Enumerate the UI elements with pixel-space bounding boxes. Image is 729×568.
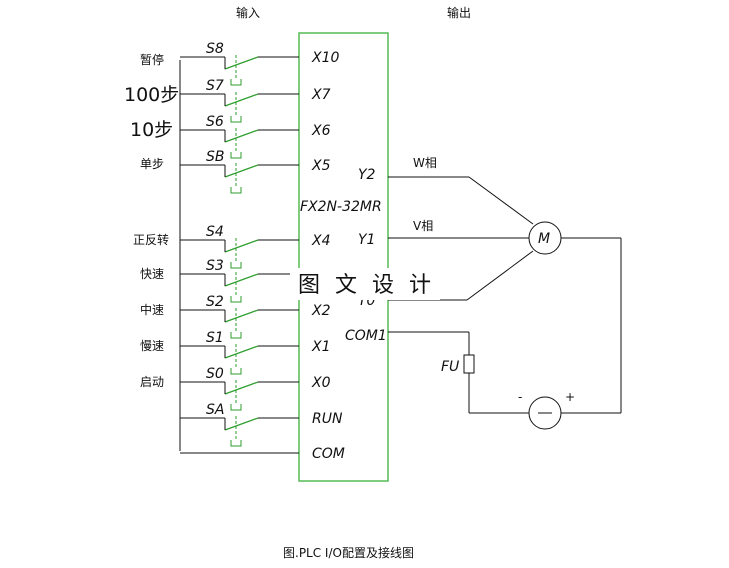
plc-model: FX2N-32MR <box>300 199 382 215</box>
switch-label-4: S4 <box>206 224 224 240</box>
input-3-label: X5 <box>311 158 331 174</box>
label-start: 启动 <box>140 375 164 389</box>
watermark: 图 文 设 计 <box>298 273 435 298</box>
phase-w: W相 <box>413 156 437 170</box>
input-1-label: X7 <box>311 87 331 103</box>
input-6-label: X2 <box>311 303 331 319</box>
switch-label-2: S6 <box>206 114 224 130</box>
label-10-step: 10步 <box>130 119 173 141</box>
output-y1: Y1 <box>358 232 375 248</box>
label-fast: 快速 <box>140 267 164 281</box>
label-single-step: 单步 <box>140 157 164 171</box>
fuse-symbol <box>463 354 475 374</box>
switch-label-1: S7 <box>206 78 224 94</box>
switch-blade-1 <box>224 93 259 107</box>
watermark-bg <box>290 268 440 300</box>
switch-blade-8 <box>224 381 259 395</box>
switch-blade-9 <box>224 417 259 431</box>
input-9-label: RUN <box>312 411 343 427</box>
header-input: 输入 <box>236 5 260 20</box>
switch-cap-8 <box>230 404 242 411</box>
switch-blade-4 <box>224 239 259 253</box>
label-medium: 中速 <box>140 302 164 317</box>
switch-cap-0 <box>230 79 242 86</box>
output-y2: Y2 <box>358 167 376 183</box>
switch-label-8: S0 <box>206 366 224 382</box>
input-2-label: X6 <box>311 123 331 139</box>
supply-plus: + <box>565 390 575 404</box>
switch-cap-6 <box>230 332 242 339</box>
switch-cap-3 <box>230 187 242 194</box>
switch-blade-7 <box>224 345 259 359</box>
switch-blade-3 <box>224 164 259 178</box>
switch-cap-4 <box>230 262 242 269</box>
switch-cap-1 <box>230 116 242 123</box>
input-0-label: X10 <box>311 50 339 66</box>
switch-label-5: S3 <box>206 258 224 274</box>
switch-cap-2 <box>230 152 242 159</box>
switch-blade-0 <box>224 56 259 70</box>
switch-blade-6 <box>224 309 259 323</box>
input-rows: X10S8X7S7X6S6X5SBX4S4X3S3X2S2X1S1X0S0RUN… <box>180 41 345 462</box>
output-com1: COM1 <box>345 328 387 344</box>
label-forward-reverse: 正反转 <box>133 232 169 247</box>
switch-blade-2 <box>224 129 259 143</box>
plc-box <box>298 32 389 482</box>
header-output: 输出 <box>447 5 471 20</box>
input-8-label: X0 <box>311 375 331 391</box>
switch-label-7: S1 <box>206 330 224 346</box>
wire-w-diag <box>468 176 534 225</box>
switch-cap-9 <box>230 440 242 447</box>
switch-label-3: SB <box>206 149 225 165</box>
motor-label: M <box>538 231 550 247</box>
caption: 图.PLC I/O配置及接线图 <box>283 545 414 560</box>
label-pause: 暂停 <box>140 52 164 67</box>
phase-v: V相 <box>413 219 433 233</box>
fuse-label: FU <box>441 359 459 375</box>
switch-label-6: S2 <box>206 294 224 310</box>
wire-u-diag <box>466 250 534 301</box>
label-slow: 慢速 <box>140 339 164 353</box>
switch-label-0: S8 <box>206 41 224 57</box>
input-4-label: X4 <box>311 233 331 249</box>
supply-minus: - <box>518 390 522 404</box>
input-7-label: X1 <box>311 339 331 355</box>
switch-cap-5 <box>230 296 242 303</box>
input-10-label: COM <box>312 446 345 462</box>
switch-label-9: SA <box>206 402 224 418</box>
label-100-step: 100步 <box>124 84 179 106</box>
switch-cap-7 <box>230 368 242 375</box>
switch-blade-5 <box>224 273 259 287</box>
